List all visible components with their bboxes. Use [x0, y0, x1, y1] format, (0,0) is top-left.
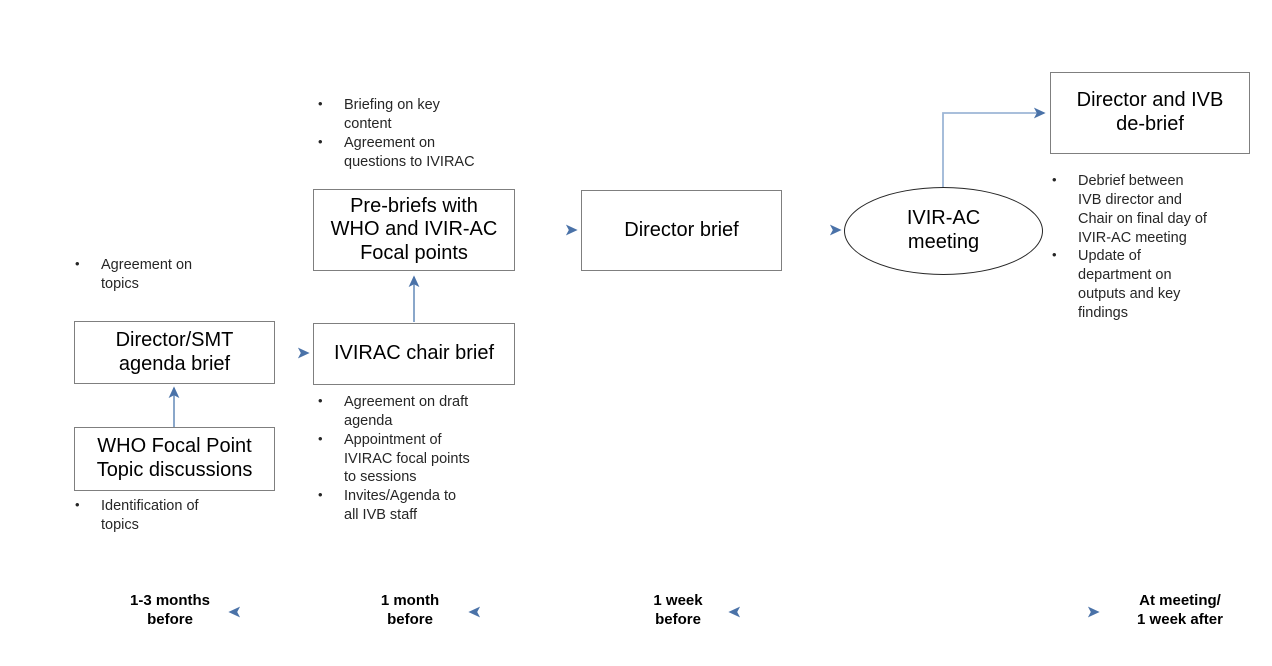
- annotation-pre-briefs: • Briefing on key content • Agreement on…: [318, 96, 530, 171]
- node-label-pre-briefs: Pre-briefs with WHO and IVIR-AC Focal po…: [330, 194, 498, 264]
- node-who-focal-point[interactable]: WHO Focal Point Topic discussions: [74, 427, 275, 491]
- node-ivirac-chair-brief[interactable]: IVIRAC chair brief: [313, 323, 515, 385]
- bullet-dot-icon: •: [318, 430, 323, 446]
- bullet-item: • Update of department on outputs and ke…: [1052, 247, 1257, 322]
- node-label-director-brief: Director brief: [624, 218, 739, 241]
- connector-meeting-to-debrief: [942, 107, 1046, 190]
- node-ivir-ac-meeting[interactable]: IVIR-AC meeting: [844, 187, 1043, 275]
- bullet-item: • Agreement on draft agenda: [318, 393, 530, 431]
- bullet-dot-icon: •: [1052, 247, 1057, 263]
- annotation-who-focal-point: • Identification of topics: [75, 497, 280, 535]
- node-director-ivb-debrief[interactable]: Director and IVB de-brief: [1050, 72, 1250, 154]
- bullet-text: Briefing on key content: [344, 97, 440, 132]
- bullet-dot-icon: •: [318, 393, 323, 408]
- bullet-text: Identification of topics: [101, 498, 199, 533]
- bullet-item: • Identification of topics: [75, 497, 280, 535]
- node-label-director-ivb-debrief: Director and IVB de-brief: [1076, 89, 1224, 135]
- timeline-label-1-week-before: 1 week before: [653, 592, 703, 628]
- bullet-text: Agreement on questions to IVIRAC: [344, 134, 475, 170]
- bullet-item: • Appointment of IVIRAC focal points to …: [318, 431, 530, 488]
- bullet-dot-icon: •: [75, 497, 80, 512]
- node-director-brief[interactable]: Director brief: [581, 190, 782, 271]
- bullet-item: • Briefing on key content: [318, 96, 530, 134]
- bullet-dot-icon: •: [318, 487, 323, 503]
- bullet-text: Appointment of IVIRAC focal points to se…: [344, 431, 470, 486]
- bullet-text: Update of department on outputs and key …: [1078, 248, 1181, 321]
- bullet-dot-icon: •: [318, 133, 323, 149]
- timeline-label-1-month-before: 1 month before: [380, 592, 440, 628]
- node-pre-briefs[interactable]: Pre-briefs with WHO and IVIR-AC Focal po…: [313, 189, 515, 271]
- node-label-director-smt-agenda-brief: Director/SMT agenda brief: [115, 328, 234, 375]
- annotation-ivirac-chair: • Agreement on draft agenda • Appointmen…: [318, 393, 530, 525]
- node-director-smt-agenda-brief[interactable]: Director/SMT agenda brief: [74, 321, 275, 384]
- bullet-item: • Agreement on topics: [75, 256, 280, 294]
- node-label-ivirac-chair-brief: IVIRAC chair brief: [333, 342, 495, 365]
- bullet-dot-icon: •: [75, 256, 80, 271]
- bullet-item: • Debrief between IVB director and Chair…: [1052, 172, 1257, 247]
- bullet-text: Agreement on topics: [101, 257, 193, 292]
- node-label-who-focal-point: WHO Focal Point Topic discussions: [96, 435, 253, 481]
- timeline-label-1-3-months-before: 1-3 months before: [129, 592, 210, 628]
- timeline-label-at-meeting-1-week-after: At meeting/ 1 week after: [1137, 592, 1223, 628]
- bullet-text: Agreement on draft agenda: [344, 394, 469, 429]
- bullet-text: Debrief between IVB director and Chair o…: [1078, 173, 1207, 246]
- annotation-debrief: • Debrief between IVB director and Chair…: [1052, 172, 1257, 323]
- annotation-director-smt: • Agreement on topics: [75, 256, 280, 294]
- node-label-ivir-ac-meeting: IVIR-AC meeting: [906, 207, 981, 253]
- bullet-text: Invites/Agenda to all IVB staff: [344, 488, 457, 524]
- bullet-dot-icon: •: [318, 96, 323, 111]
- bullet-item: • Invites/Agenda to all IVB staff: [318, 487, 530, 525]
- bullet-dot-icon: •: [1052, 172, 1057, 187]
- bullet-item: • Agreement on questions to IVIRAC: [318, 134, 530, 172]
